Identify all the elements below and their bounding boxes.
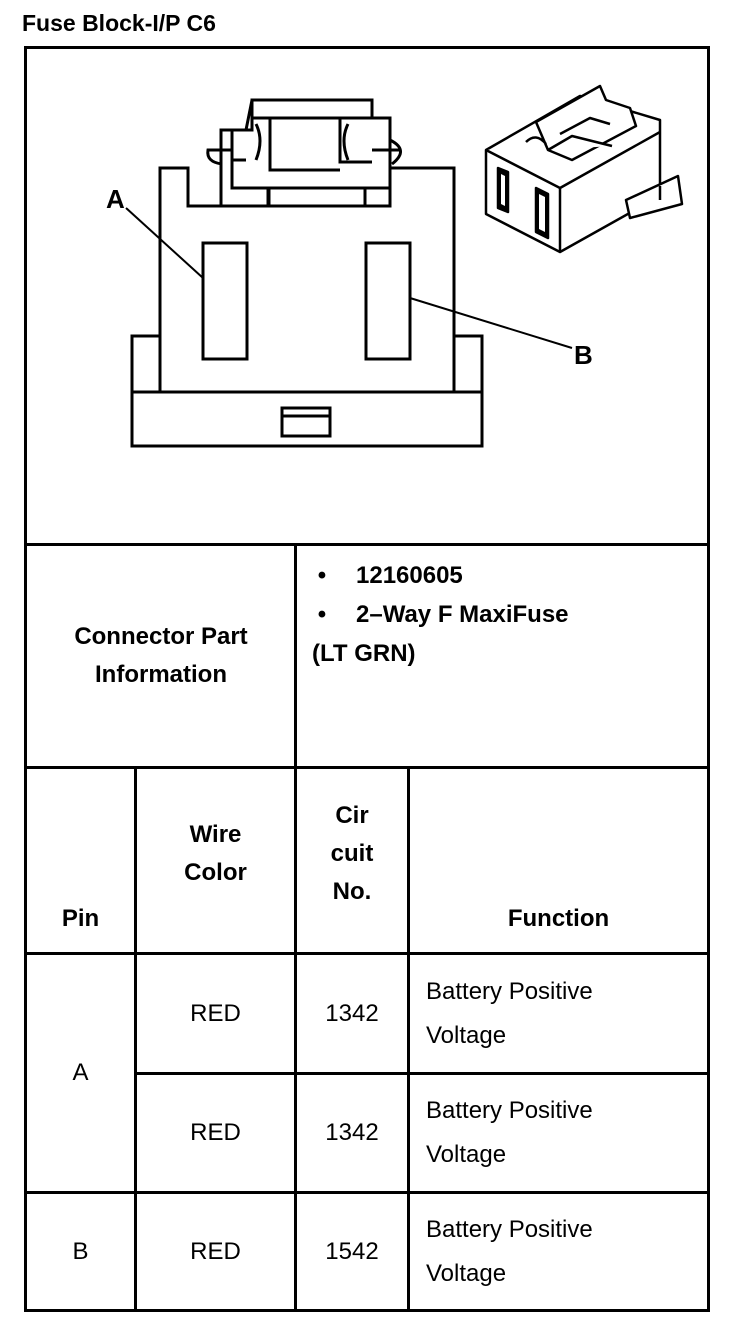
table-cell-circuit: 1342 [297,955,407,1072]
list-item: • 2–Way F MaxiFuse [298,595,708,634]
divider [134,766,137,1312]
divider [407,766,410,1312]
circuit-value: 1342 [325,999,379,1027]
header-function: Function [410,769,707,952]
divider [24,543,710,546]
connector-info-label-line1: Connector Part [74,623,248,650]
connector-type: 2–Way F MaxiFuse [356,601,569,628]
connector-table-frame [24,46,710,1312]
pin-value: B [72,1237,89,1265]
bullet-icon: • [317,601,327,628]
connector-diagram: A B [106,84,684,448]
function-value-line2: Voltage [426,1141,507,1168]
wire-color-value: RED [190,1119,241,1146]
table-cell-circuit: 1542 [297,1194,407,1309]
table-cell-pin: B [27,1194,134,1309]
divider [24,1191,710,1194]
pin-label-b: B [574,340,593,370]
divider [24,766,710,769]
table-cell-function: Battery Positive Voltage [410,1075,707,1191]
function-value-line2: Voltage [426,1259,507,1287]
leader-line-a [125,207,204,279]
table-cell-function: Battery Positive Voltage [410,1194,707,1309]
header-circuit: Cir cuit No. [297,769,407,952]
header-circuit-line3: No. [332,877,372,905]
table-cell-wire-color: RED [137,955,294,1072]
header-circuit-line1: Cir [335,801,369,829]
header-wire-color-line1: Wire [189,820,242,848]
function-value-line1: Battery Positive [426,1215,593,1243]
connector-3d-icon [484,84,684,254]
divider [294,766,297,1312]
wire-color-value: RED [190,999,241,1027]
header-pin-text: Pin [61,905,100,932]
part-number: 12160605 [356,562,463,589]
connector-info-label: Connector Part Information [27,546,295,766]
function-value-line1: Battery Positive [426,1097,593,1124]
divider [294,543,297,767]
table-cell-wire-color: RED [137,1075,294,1191]
header-pin: Pin [27,769,134,952]
header-wire-color: Wire Color [137,769,294,952]
table-cell-circuit: 1342 [297,1075,407,1191]
table-cell-wire-color: RED [137,1194,294,1309]
pin-label-a: A [106,184,125,214]
leader-line-b [409,297,573,349]
function-value-line2: Voltage [426,1021,507,1049]
divider [24,952,710,955]
wire-color-value: RED [190,1237,241,1265]
circuit-value: 1342 [325,1119,379,1146]
circuit-value: 1542 [325,1237,379,1265]
header-circuit-line2: cuit [330,839,374,867]
list-item: • 12160605 [298,556,708,595]
connector-color: (LT GRN) [312,640,416,667]
connector-info-list: • 12160605 • 2–Way F MaxiFuse (LT GRN) [298,556,708,673]
header-wire-color-line2: Color [184,858,247,886]
divider [136,1072,710,1075]
connector-info-label-line2: Information [95,661,227,688]
bullet-icon: • [317,562,327,589]
function-value-line1: Battery Positive [426,977,593,1005]
table-cell-function: Battery Positive Voltage [410,955,707,1072]
header-function-text: Function [507,905,610,932]
pin-value: A [72,1059,89,1086]
page-title: Fuse Block-I/P C6 [22,10,216,36]
table-cell-pin: A [27,955,134,1191]
